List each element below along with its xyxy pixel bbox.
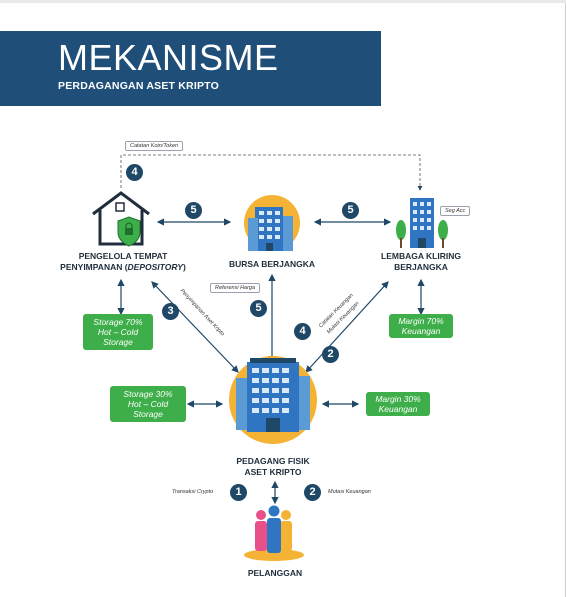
step-badge: 2 — [304, 484, 321, 501]
trader-label: PEDAGANG FISIK ASET KRIPTO — [213, 456, 333, 478]
depository-label: PENGELOLA TEMPAT PENYIMPANAN (DEPOSITORY… — [38, 251, 208, 273]
step-badge: 5 — [185, 202, 202, 219]
storage30-line3: Storage — [133, 409, 163, 419]
clearing-label-line1: LEMBAGA KLIRING — [381, 251, 461, 261]
storage70-line1: Storage 70% — [93, 317, 143, 327]
customer-group-icon — [244, 505, 304, 561]
clearing-building-icon — [396, 198, 448, 248]
storage70-line3: Storage — [103, 337, 133, 347]
margin70-line2: Keuangan — [401, 326, 441, 336]
step-badge: 4 — [294, 323, 311, 340]
step-badge: 5 — [342, 202, 359, 219]
top-rule — [0, 0, 566, 3]
exchange-label: BURSA BERJANGKA — [228, 259, 316, 269]
trader-label-line1: PEDAGANG FISIK — [236, 456, 310, 466]
catatan-koin-note: Catatan Koin/Token — [125, 141, 184, 151]
step-badge: 4 — [126, 164, 143, 181]
page-title: MEKANISME — [58, 37, 279, 78]
arrow-clearing-trader — [305, 281, 389, 373]
house-icon — [92, 191, 150, 247]
clearing-label-line2: BERJANGKA — [394, 262, 448, 272]
depository-label-italic: DEPOSITORY — [127, 262, 183, 272]
storage70-line2: Hot – Cold — [97, 327, 139, 337]
margin70-line1: Margin 70% — [398, 316, 444, 326]
step-badge: 3 — [162, 303, 179, 320]
margin70-box: Margin 70%Keuangan — [389, 314, 453, 338]
step-badge: 1 — [230, 484, 247, 501]
exchange-building-icon — [244, 195, 300, 251]
margin30-line2: Keuangan — [378, 404, 418, 414]
transaksi-crypto-note: Transaksi Crypto — [172, 489, 214, 495]
step-badge: 5 — [250, 300, 267, 317]
storage30-line1: Storage 30% — [123, 389, 173, 399]
title-banner: MEKANISME PERDAGANGAN ASET KRIPTO — [0, 31, 381, 106]
trader-label-line2: ASET KRIPTO — [244, 467, 302, 477]
depository-label-line1: PENGELOLA TEMPAT — [78, 251, 168, 261]
margin30-line1: Margin 30% — [375, 394, 421, 404]
margin30-box: Margin 30%Keuangan — [366, 392, 430, 416]
referensi-harga-note: Referensi Harga — [210, 283, 261, 293]
clearing-label: LEMBAGA KLIRING BERJANGKA — [356, 251, 486, 273]
step-badge: 2 — [322, 346, 339, 363]
page-subtitle: PERDAGANGAN ASET KRIPTO — [58, 80, 219, 92]
storage30-line2: Hot – Cold — [127, 399, 169, 409]
customer-label: PELANGGAN — [247, 568, 303, 578]
depository-label-prefix: PENYIMPANAN ( — [60, 262, 128, 272]
mutasi-keuangan-note: Mutasi Keuangan — [328, 489, 371, 495]
seg-acc-tag: Seg Acc — [440, 206, 471, 216]
trader-building-icon — [229, 356, 317, 444]
depository-label-line2: PENYIMPANAN (DEPOSITORY) — [38, 262, 208, 273]
dashed-line-top — [120, 154, 423, 191]
arrow-depo-trader — [151, 281, 239, 373]
depository-label-suffix: ) — [182, 262, 186, 272]
